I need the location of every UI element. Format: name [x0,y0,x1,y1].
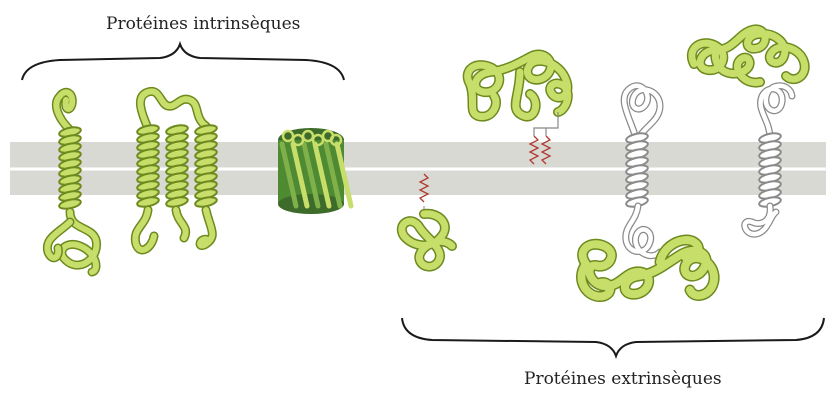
intrinsic-proteins-label: Protéines intrinsèques [106,14,300,34]
barrel-channel-protein [278,128,351,214]
ghost-helix-2 [758,132,781,209]
barrel-bottom [278,194,344,214]
extrinsic-protein-top-right [692,29,805,82]
lipid-bilayer [10,142,826,195]
multi-pass-helix-2 [165,124,188,209]
multi-pass-protein [135,91,217,250]
intrinsic-bracket [22,44,344,80]
multi-pass-helix-1 [136,124,159,209]
multi-pass-helix-3 [194,124,217,209]
extrinsic-proteins-label: Protéines extrinsèques [524,369,722,389]
ghost-helix-1 [625,132,648,209]
extrinsic-bracket [402,318,824,356]
single-pass-helix [58,126,81,211]
